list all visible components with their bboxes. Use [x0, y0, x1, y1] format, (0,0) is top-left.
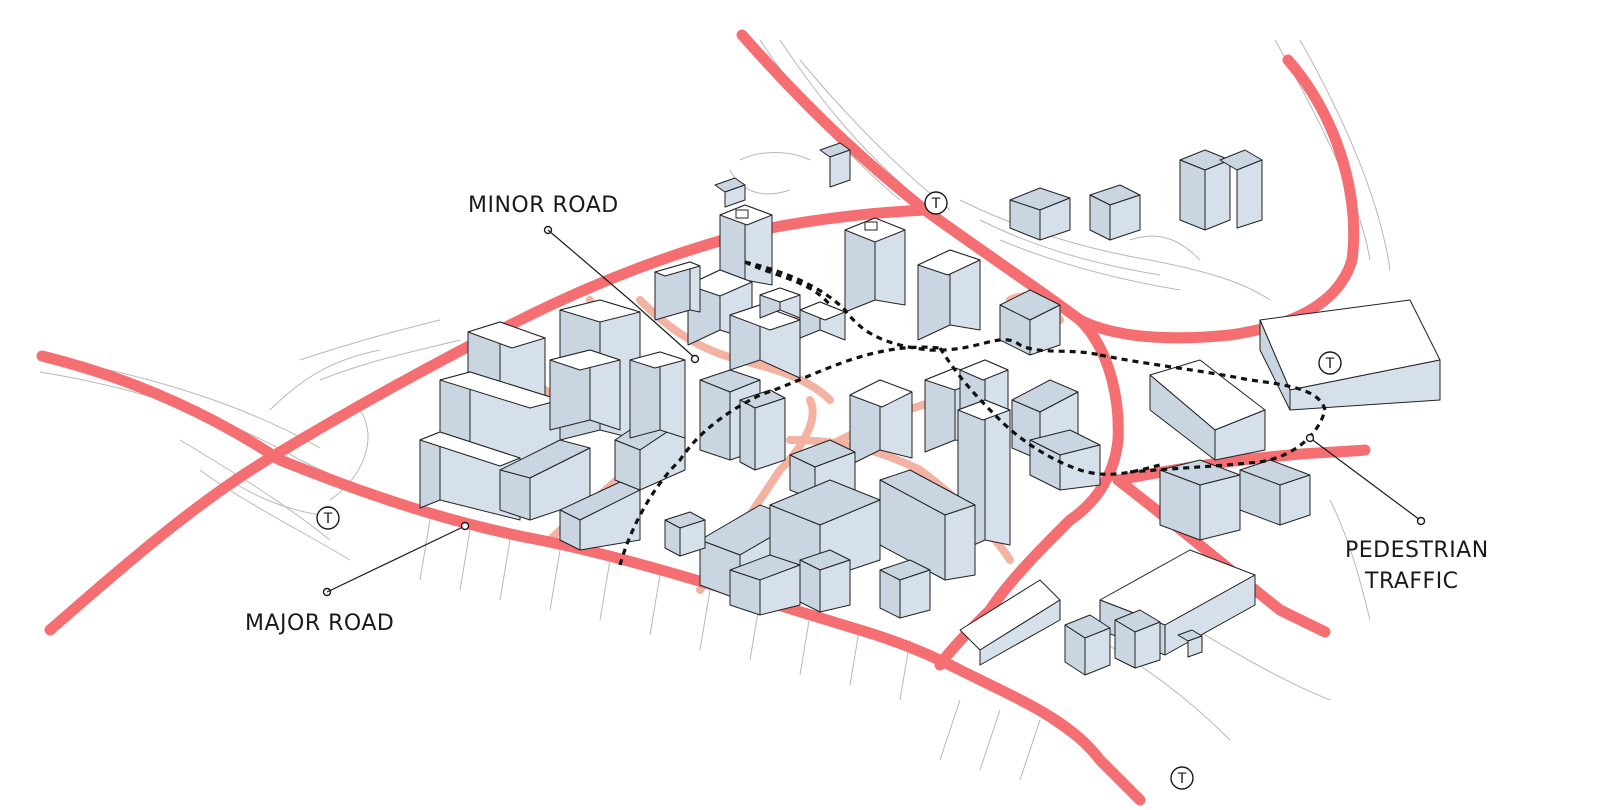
pedestrian-paths [618, 260, 1327, 566]
transit-stop-icon: T [316, 506, 340, 530]
building [729, 554, 801, 616]
svg-text:T: T [931, 196, 941, 212]
building [739, 389, 786, 471]
building [879, 559, 931, 619]
building [917, 249, 981, 341]
pedestrian-traffic-label: PEDESTRIAN [1345, 538, 1489, 563]
context-lines [39, 39, 1391, 781]
svg-text:T: T [1177, 771, 1187, 787]
building [879, 469, 976, 581]
transit-stop-icon: T [1170, 766, 1194, 790]
building [1029, 429, 1101, 491]
transit-stop-icon: T [924, 191, 948, 215]
callout-major-road: MAJOR ROAD [245, 521, 470, 636]
svg-text:T: T [1325, 356, 1335, 372]
callout-minor-road: MINOR ROAD [468, 193, 700, 364]
pedestrian-path [938, 347, 1161, 476]
building [849, 379, 913, 466]
major-road [736, 29, 1360, 344]
buildings [419, 142, 1441, 676]
minor-road-label: MINOR ROAD [468, 193, 619, 218]
major-road-label: MAJOR ROAD [245, 611, 394, 636]
pedestrian-path [618, 345, 941, 566]
building [1009, 184, 1141, 241]
pedestrian-traffic-label-line2: TRAFFIC [1364, 569, 1459, 594]
callout-pedestrian-traffic: PEDESTRIAN TRAFFIC [1305, 433, 1489, 594]
building [819, 142, 851, 188]
building [1114, 609, 1161, 669]
building [759, 287, 801, 319]
transit-stops: T T T T [316, 191, 1342, 790]
building [799, 549, 851, 613]
building [844, 217, 906, 313]
building [1159, 459, 1241, 541]
building [959, 579, 1061, 666]
building [719, 204, 773, 291]
building [799, 301, 846, 341]
building [714, 177, 746, 208]
building [654, 261, 701, 321]
building [1179, 149, 1263, 231]
major-road [1112, 444, 1371, 486]
building [1149, 359, 1266, 461]
building [957, 399, 1011, 553]
building [499, 439, 591, 521]
building [549, 349, 621, 431]
building [1177, 629, 1203, 658]
major-road [1112, 474, 1331, 638]
pedestrian-path [1099, 353, 1327, 474]
building [629, 351, 686, 439]
pedestrian-path [744, 260, 1101, 357]
major-road [36, 350, 1146, 806]
building [1064, 614, 1111, 676]
svg-text:T: T [323, 511, 333, 527]
building [999, 289, 1061, 356]
building [664, 511, 706, 557]
transit-stop-icon: T [1318, 351, 1342, 375]
building [1239, 459, 1311, 526]
pedestrian-path [744, 260, 832, 307]
building [1259, 299, 1441, 411]
building [559, 481, 641, 551]
